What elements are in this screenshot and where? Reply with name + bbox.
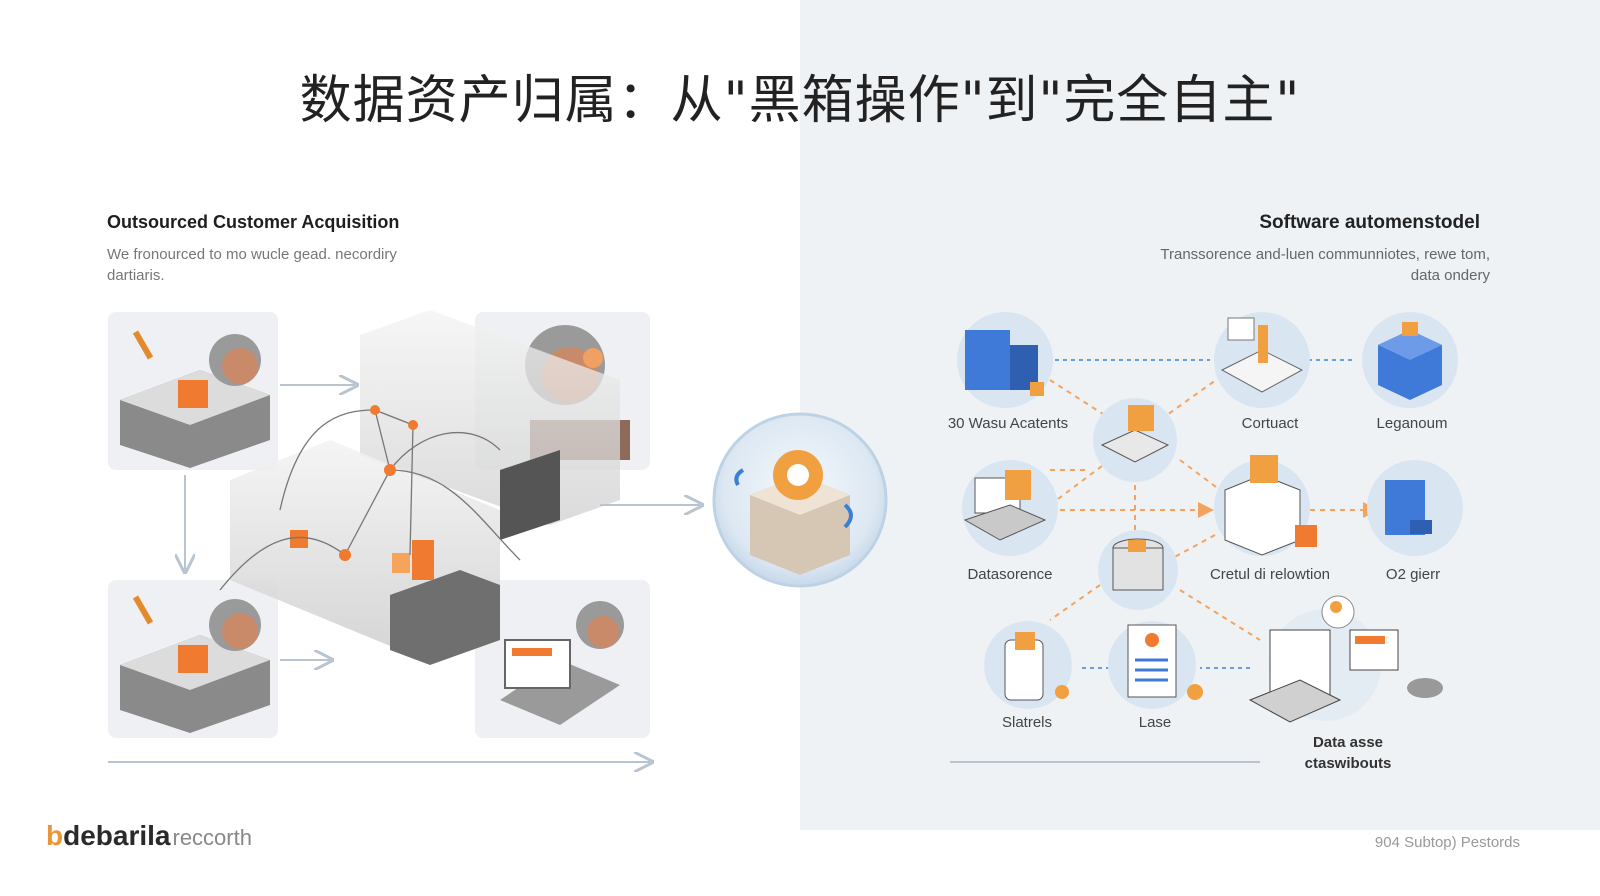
repository-node bbox=[1362, 312, 1458, 408]
node-label-datasorence: Datasorence bbox=[967, 566, 1053, 583]
node-label-lase: Lase bbox=[1138, 714, 1172, 731]
data-asset-workstation-node bbox=[1248, 595, 1443, 723]
database-node bbox=[984, 621, 1072, 709]
hub-node bbox=[1093, 398, 1177, 482]
page-title: 数据资产归属：从"黑箱操作"到"完全自主" bbox=[299, 71, 1301, 131]
contract-node bbox=[1214, 312, 1310, 408]
control-relation-node bbox=[1214, 455, 1317, 556]
node-label-wasu-acatents: 30 Wasu Acatents bbox=[947, 415, 1069, 432]
server-stack-node bbox=[957, 312, 1053, 408]
right-subtitle: Transsorence and-luen communniotes, rewe… bbox=[1160, 246, 1490, 284]
node-label-cortuact: Cortuact bbox=[1241, 415, 1299, 432]
left-heading: Outsourced Customer Acquisition bbox=[107, 212, 400, 232]
node-label-cretul-relowtion: Cretul di relowtion bbox=[1209, 566, 1331, 583]
node-label-slatrels: Slatrels bbox=[1001, 714, 1053, 731]
brand-logo: bdebarilareccorth bbox=[46, 820, 252, 852]
o2-server-node bbox=[1367, 460, 1463, 556]
footer-right-text: 904 Subtop) Pestords bbox=[1374, 834, 1520, 851]
node-label-leganoum: Leganoum bbox=[1376, 415, 1448, 432]
brand-mark: b bbox=[46, 820, 64, 851]
node-label-data-asse: Data asse ctaswibouts bbox=[1304, 734, 1392, 772]
brand-name: debarila bbox=[63, 820, 171, 851]
node-label-o2-gierr: O2 gierr bbox=[1385, 566, 1441, 583]
center-transition-bubble bbox=[712, 412, 888, 588]
brand-suffix: reccorth bbox=[172, 825, 252, 850]
left-flow-arrows bbox=[108, 385, 700, 762]
opaque-connection-nodes bbox=[339, 405, 418, 561]
storage-cylinder-node bbox=[1098, 530, 1178, 610]
data-source-node bbox=[962, 460, 1058, 556]
transparent-connection-lines bbox=[1049, 369, 1379, 641]
workstation-tile-top-left bbox=[108, 312, 278, 470]
right-heading: Software automenstodel bbox=[1259, 212, 1480, 233]
workstation-tile-bottom-left bbox=[108, 580, 278, 738]
left-subtitle: We fronourced to mo wucle gead. necordir… bbox=[107, 246, 397, 284]
opaque-process-blocks bbox=[230, 310, 620, 665]
workstation-tile-bottom-right bbox=[475, 580, 650, 738]
document-node bbox=[1108, 621, 1203, 709]
